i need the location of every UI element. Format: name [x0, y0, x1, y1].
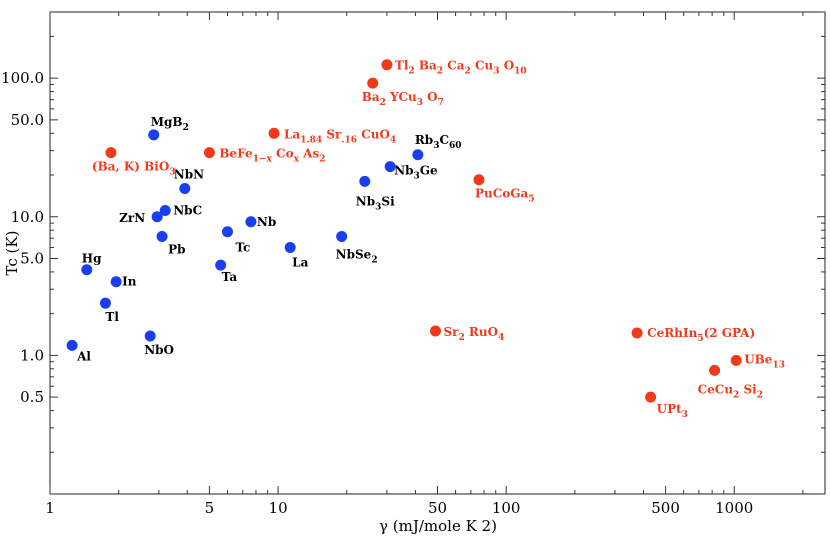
point-label: Sr2 RuO4 — [443, 325, 504, 343]
point-label: Tl — [105, 310, 119, 324]
point-label: Ba2 YCu3 O7 — [362, 90, 444, 108]
data-point — [105, 147, 117, 159]
point-label: La1.84 Sr.16 CuO4 — [284, 127, 396, 145]
data-point — [284, 242, 296, 254]
point-label: ZrN — [119, 211, 145, 225]
plot-frame — [49, 11, 826, 495]
y-tick-label: 50.0 — [11, 111, 44, 129]
data-point — [709, 364, 721, 376]
axis-ticks — [49, 11, 825, 495]
data-point — [156, 231, 168, 243]
point-label: (Ba, K) BiO3 — [92, 160, 176, 178]
y-tick-label: 100.0 — [1, 69, 44, 87]
data-point — [203, 147, 215, 159]
data-point — [221, 226, 233, 238]
point-label: La — [292, 256, 308, 270]
data-point — [429, 325, 441, 337]
x-axis-title: γ (mJ/mole K 2) — [379, 517, 497, 535]
data-point — [336, 231, 348, 243]
data-point — [245, 216, 257, 228]
x-tick-label: 10 — [269, 499, 288, 517]
point-label: Nb3Si — [356, 194, 395, 212]
x-tick-label: 50 — [428, 499, 447, 517]
data-point — [384, 161, 396, 173]
point-label: Tc — [235, 241, 250, 255]
point-label: Hg — [82, 252, 102, 266]
data-point — [144, 330, 156, 342]
data-point — [179, 182, 191, 194]
point-label: Ta — [222, 270, 238, 284]
x-tick-label: 500 — [651, 499, 680, 517]
data-point — [215, 259, 227, 271]
y-tick-label: 1.0 — [20, 346, 44, 364]
point-label: NbC — [173, 203, 202, 217]
data-point — [473, 174, 485, 186]
data-point — [412, 149, 424, 161]
data-points — [66, 59, 742, 403]
y-axis-title: Tc (K) — [3, 231, 21, 276]
x-tick-label: 1 — [45, 499, 55, 517]
point-label: Tl2 Ba2 Ca2 Cu3 O10 — [395, 59, 527, 77]
point-label: NbO — [144, 343, 174, 357]
data-point — [631, 327, 643, 339]
point-label: BeFe1−x Cox As2 — [219, 147, 325, 165]
point-label: Rb3C60 — [415, 133, 462, 151]
data-point — [359, 175, 371, 187]
x-tick-label: 5 — [205, 499, 215, 517]
tick-labels: 1 5 10 50 100 500 1000 0.5 1.0 5.0 10.0 50.0 100.0 — [1, 69, 753, 517]
point-label: NbSe2 — [336, 248, 378, 266]
point-label: Nb3Ge — [394, 164, 438, 182]
data-point — [151, 211, 163, 223]
x-tick-label: 100 — [492, 499, 521, 517]
point-label: MgB2 — [151, 115, 189, 133]
point-label: UBe13 — [744, 352, 785, 370]
point-label: Al — [76, 349, 91, 363]
point-label: In — [122, 275, 137, 289]
point-label: Pb — [168, 243, 185, 257]
y-tick-label: 0.5 — [20, 388, 44, 406]
data-point — [66, 339, 78, 351]
point-label: CeCu2 Si2 — [698, 382, 763, 400]
data-point — [81, 264, 93, 276]
y-tick-label: 5.0 — [20, 249, 44, 267]
data-point — [730, 354, 742, 366]
point-label: Nb — [257, 215, 276, 229]
point-label: PuCoGa5 — [475, 187, 535, 205]
data-point — [159, 204, 171, 216]
data-point — [367, 77, 379, 89]
data-point — [148, 129, 160, 141]
x-tick-label: 1000 — [715, 499, 753, 517]
data-point — [110, 276, 122, 288]
data-point — [268, 127, 280, 139]
point-label: CeRhIn5(2 GPA) — [647, 326, 755, 344]
data-point — [99, 297, 111, 309]
data-point — [381, 59, 393, 71]
y-tick-label: 10.0 — [11, 208, 44, 226]
data-point — [645, 391, 657, 403]
point-label: UPt3 — [657, 402, 688, 420]
point-label: NbN — [174, 167, 204, 181]
